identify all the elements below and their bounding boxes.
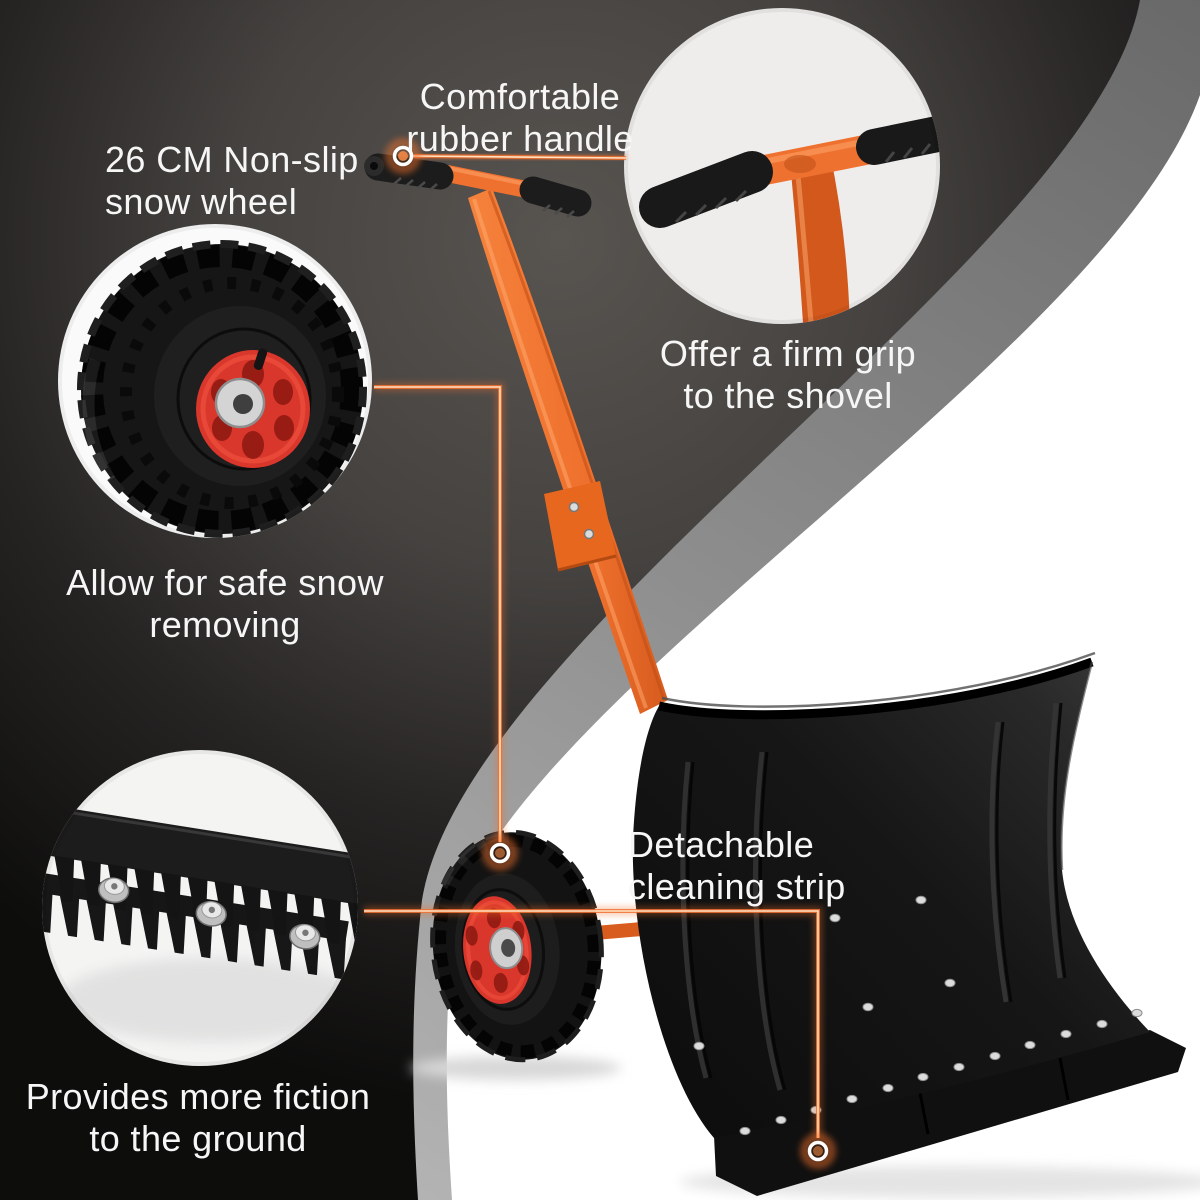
right-grip-treads (542, 204, 575, 218)
connector-lines (364, 138, 836, 1169)
closeup-tire-highlight (82, 358, 116, 484)
label-handle: Comfortable rubber handle (406, 76, 634, 159)
wheel-shadow (411, 1056, 621, 1080)
strip-seam (918, 1092, 930, 1135)
hotspot-ring-wheel (482, 835, 518, 871)
joint-bolt (583, 528, 595, 540)
closeup-tire-tread (81, 245, 363, 533)
callout-circle-handle (624, 8, 940, 324)
blade-top-fold (658, 657, 1094, 720)
label-strip: Detachable cleaning strip (628, 824, 846, 907)
handle-pole (468, 188, 668, 714)
snow-shovel-product (364, 153, 1186, 1196)
strip-seam (1058, 1057, 1070, 1101)
closeup-strip-shadow (60, 958, 358, 1042)
blade-top-rim (661, 651, 1096, 708)
right-grip (519, 176, 592, 217)
label-handle-sub: Offer a firm grip to the shovel (659, 333, 917, 416)
tire-knobs (430, 829, 604, 1063)
closeup-tire-knobs (77, 240, 367, 538)
closeup-grip-treads (674, 143, 932, 224)
connector-wheel (374, 382, 505, 842)
label-wheel: 26 CM Non-slip snow wheel (105, 139, 359, 222)
handlebar-highlight (442, 165, 531, 187)
callout-circle-wheel (58, 224, 372, 538)
left-grip-hole (370, 162, 378, 170)
hotspot-ring-handle (385, 138, 421, 174)
closeup-weld (784, 155, 816, 173)
handlebar-tube (438, 163, 536, 200)
connector-strip (364, 906, 823, 1138)
closeup-left-grip (639, 151, 773, 228)
callout-circle-strip (42, 750, 358, 1066)
hotspot-ring-strip (800, 1133, 836, 1169)
shovel-blade (632, 651, 1186, 1196)
blade-right-rim (1060, 661, 1094, 871)
closeup-valve-stem (253, 348, 268, 370)
blade-ribs (680, 702, 1067, 1091)
connector-handle (412, 151, 627, 163)
tire-tread (433, 833, 601, 1059)
closeup-pole (790, 153, 850, 324)
left-grip-treads (393, 177, 438, 191)
label-wheel-sub: Allow for safe snow removing (66, 562, 384, 645)
closeup-strip-bolts (98, 877, 321, 950)
pole-shade (487, 190, 666, 701)
joint-bolt (568, 501, 580, 513)
pole-highlight (472, 198, 648, 709)
closeup-cleaning-strip (42, 806, 358, 980)
pole-joint (544, 481, 617, 572)
blade-face (632, 662, 1150, 1138)
label-strip-sub: Provides more fiction to the ground (25, 1076, 371, 1159)
